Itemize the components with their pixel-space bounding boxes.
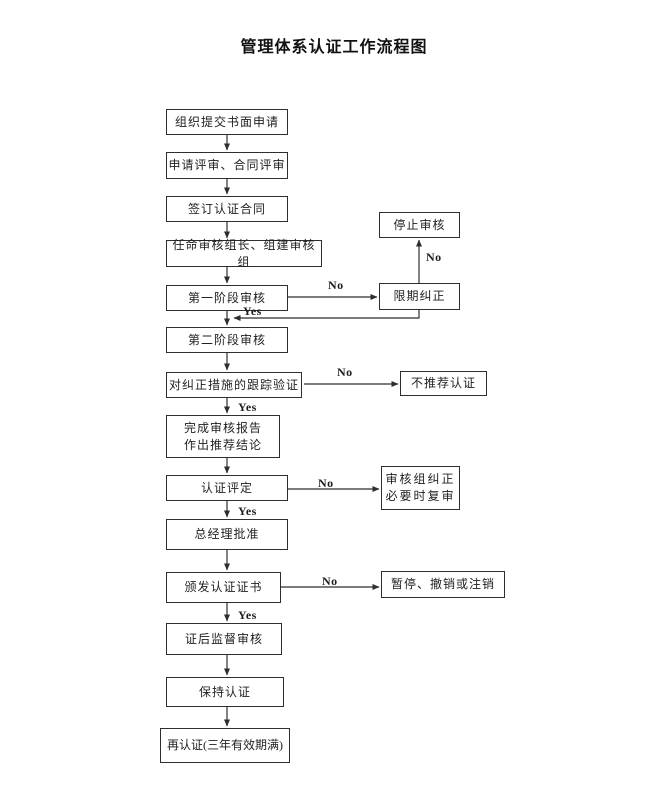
node-corrective-tracking: 对纠正措施的跟踪验证 [166, 372, 302, 398]
node-appoint-team: 任命审核组长、组建审核组 [166, 238, 322, 269]
node-submit-application: 组织提交书面申请 [166, 109, 288, 135]
edge-label-no-evaluation: No [318, 476, 334, 490]
node-suspend-revoke: 暂停、撤销或注销 [381, 571, 505, 598]
edge-label-yes-evaluation: Yes [238, 504, 257, 518]
node-maintain-cert: 保持认证 [166, 677, 284, 707]
arrow-deadline-return [233, 310, 420, 321]
node-recertification: 再认证(三年有效期满) [160, 728, 290, 763]
node-stop-audit: 停止审核 [379, 212, 460, 238]
node-issue-certificate: 颁发认证证书 [166, 572, 281, 603]
edge-label-no-tracking: No [337, 365, 353, 379]
node-stage1-audit: 第一阶段审核 [166, 285, 288, 311]
edge-label-yes-issue: Yes [238, 608, 257, 622]
edge-label-no-stage1: No [328, 278, 344, 292]
node-post-surveillance: 证后监督审核 [166, 623, 282, 655]
node-application-review: 申请评审、合同评审 [166, 152, 288, 179]
node-audit-report: 完成审核报告 作出推荐结论 [166, 415, 280, 458]
node-not-recommend: 不推荐认证 [400, 371, 487, 396]
node-team-correct: 审核组纠正 必要时复审 [381, 466, 460, 510]
edge-label-no-deadline: No [426, 250, 442, 264]
edge-label-yes-tracking: Yes [238, 400, 257, 414]
node-gm-approval: 总经理批准 [166, 519, 288, 550]
edge-label-yes-stage1: Yes [243, 304, 262, 318]
node-deadline-correct: 限期纠正 [379, 283, 460, 310]
page-title: 管理体系认证工作流程图 [240, 39, 428, 56]
edge-label-no-issue: No [322, 574, 338, 588]
node-stage2-audit: 第二阶段审核 [166, 327, 288, 353]
node-sign-contract: 签订认证合同 [166, 196, 288, 222]
node-cert-evaluation: 认证评定 [166, 475, 288, 501]
